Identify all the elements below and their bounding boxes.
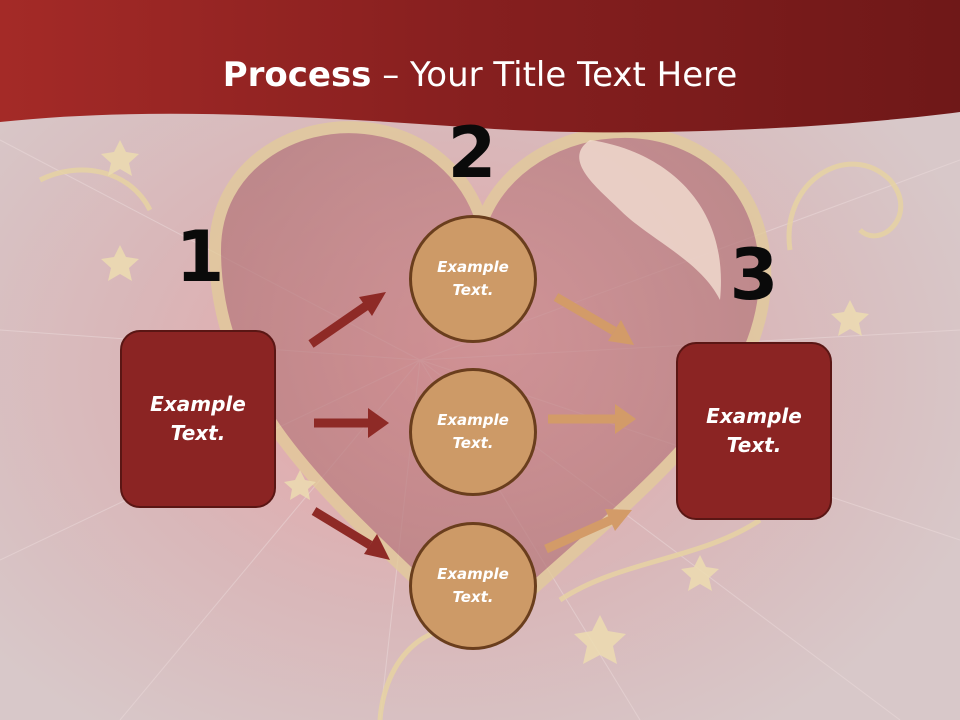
step-1-text: Example Text. [150,392,246,445]
title-bold: Process [222,55,372,95]
arrow-1-to-circle-1 [308,292,386,348]
step-number-1: 1 [175,216,225,298]
circle-3-text: Example Text. [437,565,509,606]
step-3-text: Example Text. [706,404,802,457]
arrow-circle-3-to-3 [544,509,632,554]
arrow-circle-2-to-3 [548,404,636,434]
circle-1-text: Example Text. [437,258,509,299]
slide-title: Process – Your Title Text Here [0,52,960,98]
circle-2-text: Example Text. [437,411,509,452]
step-number-2: 2 [447,112,497,194]
arrow-circle-1-to-3 [553,293,634,345]
step-number-3: 3 [729,234,779,316]
step-2-circle-3: Example Text. [409,522,537,650]
step-1-box: Example Text. [120,330,276,508]
title-rest: – Your Title Text Here [371,55,738,95]
arrow-1-to-circle-2 [314,408,389,438]
arrow-1-to-circle-3 [311,507,390,560]
step-2-circle-1: Example Text. [409,215,537,343]
title-banner [0,0,960,133]
step-3-box: Example Text. [676,342,832,520]
step-2-circle-2: Example Text. [409,368,537,496]
